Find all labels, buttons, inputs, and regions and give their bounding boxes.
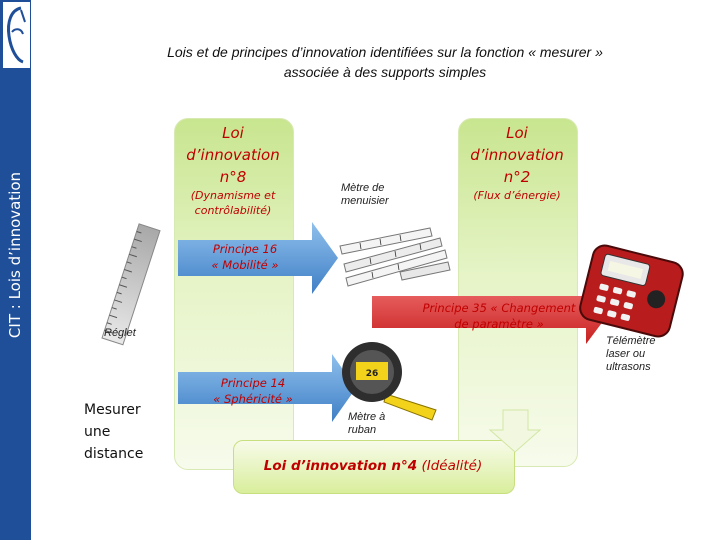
function-label-line-2: une [84, 421, 143, 443]
telemetre-label: Télémètre laser ou ultrasons [606, 335, 656, 374]
principle-16-text: Principe 16 « Mobilité » [178, 241, 312, 273]
principle-35-line-1: Principe 35 « Changement [414, 300, 584, 316]
principle-14-line-1: Principe 14 [178, 375, 328, 391]
principle-14-line-2: « Sphéricité » [178, 391, 328, 407]
svg-text:26: 26 [366, 369, 379, 379]
metre-ruban-label: Mètre à ruban [348, 411, 385, 437]
telemetre-label-line-3: ultrasons [606, 361, 656, 374]
law-4-down-arrow [490, 410, 540, 452]
reglet-label: Réglet [104, 327, 136, 340]
metre-menuisier-label-line-1: Mètre de [341, 182, 389, 195]
metre-ruban-image: 26 [342, 342, 436, 420]
principle-35-text: Principe 35 « Changement de paramètre » [414, 300, 584, 332]
metre-ruban-label-line-1: Mètre à [348, 411, 385, 424]
metre-menuisier-label: Mètre de menuisier [341, 182, 389, 208]
principle-35-line-2: de paramètre » [414, 316, 584, 332]
metre-menuisier-image [340, 228, 450, 286]
function-label-line-3: distance [84, 443, 143, 465]
function-label: Mesurer une distance [84, 399, 143, 465]
function-label-line-1: Mesurer [84, 399, 143, 421]
principle-14-text: Principe 14 « Sphéricité » [178, 375, 328, 407]
telemetre-label-line-2: laser ou [606, 348, 656, 361]
telemetre-label-line-1: Télémètre [606, 335, 656, 348]
metre-ruban-label-line-2: ruban [348, 424, 385, 437]
metre-menuisier-label-line-2: menuisier [341, 195, 389, 208]
principle-16-line-1: Principe 16 [178, 241, 312, 257]
principle-16-line-2: « Mobilité » [178, 257, 312, 273]
